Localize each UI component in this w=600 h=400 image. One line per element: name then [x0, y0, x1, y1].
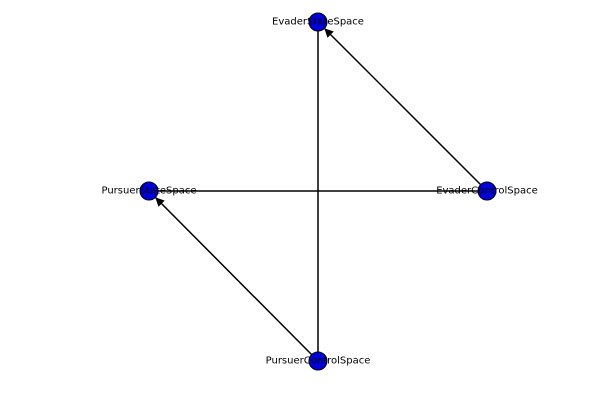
node-label-pursuer-state: PursuerStateSpace: [101, 186, 196, 197]
node-pursuer-control: [308, 351, 328, 371]
nodes-layer: [139, 12, 497, 371]
edges-layer: [149, 22, 488, 362]
node-label-evader-state: EvaderStateSpace: [272, 17, 364, 28]
node-label-pursuer-control: PursuerControlSpace: [266, 356, 371, 367]
node-evader-state: [308, 12, 328, 32]
edge-pursuer-control-to-pursuer-state: [154, 196, 319, 362]
node-pursuer-state: [139, 181, 159, 201]
node-label-evader-control: EvaderControlSpace: [436, 186, 538, 197]
node-evader-control: [477, 181, 497, 201]
edge-evader-control-to-evader-state: [323, 27, 488, 192]
